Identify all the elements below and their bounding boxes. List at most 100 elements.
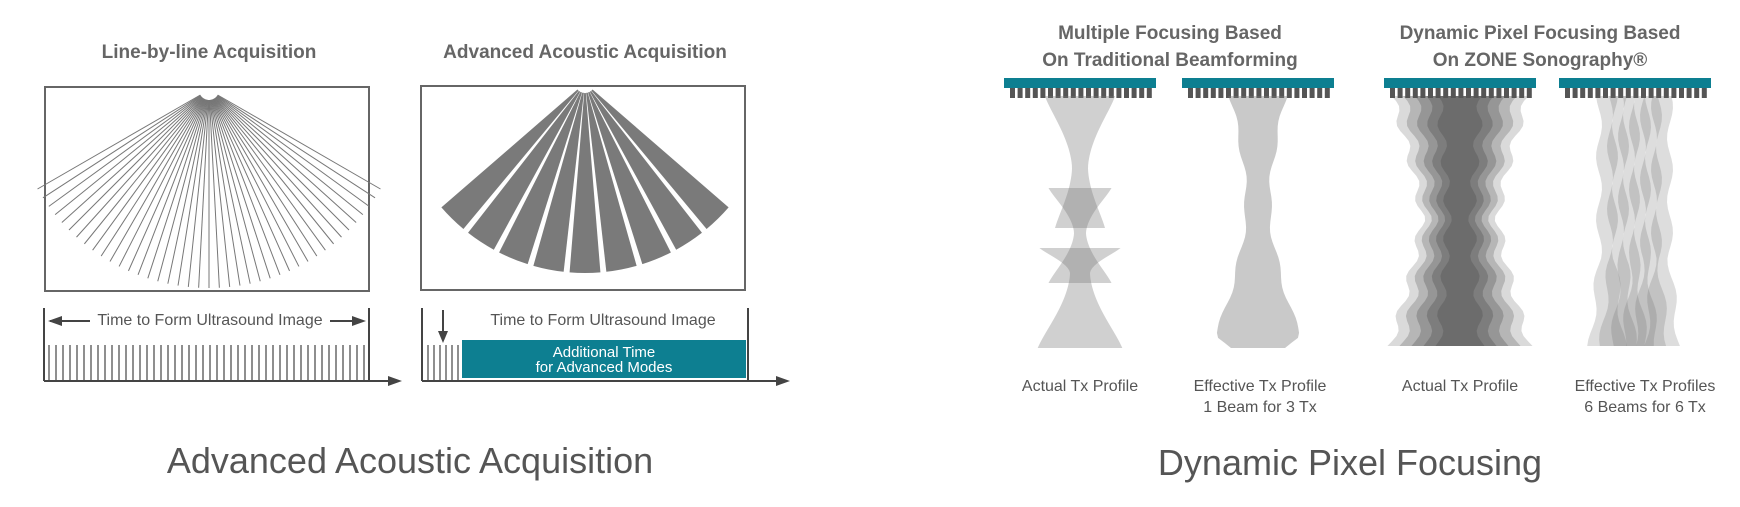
left-bottom-title: Advanced Acoustic Acquisition <box>166 440 654 481</box>
transducer-element <box>1055 88 1061 98</box>
transducer-element <box>1595 88 1601 98</box>
scan-line <box>48 95 202 207</box>
scan-line <box>214 97 326 251</box>
transducer-element <box>1473 88 1479 98</box>
transducer-element <box>1580 88 1586 98</box>
scan-line <box>212 98 290 272</box>
transducer-element <box>1466 88 1471 98</box>
zone-title-line2: On ZONE Sonography® <box>1432 50 1648 71</box>
transducer-element <box>1078 88 1084 98</box>
transducer-element <box>1656 88 1662 98</box>
scan-line <box>211 99 261 282</box>
beam-lobe <box>1044 96 1116 228</box>
transducer-element <box>1618 88 1624 98</box>
down-arrowhead <box>438 331 448 343</box>
beam-lobe <box>1399 96 1521 346</box>
transducer-element <box>1248 88 1254 98</box>
scan-line <box>210 99 251 284</box>
scan-sector <box>586 92 637 272</box>
scan-line <box>209 99 231 287</box>
transducer-element <box>1086 88 1091 98</box>
timeline-advanced <box>421 308 790 386</box>
profile-2-line1: Effective Tx Profile <box>1193 378 1327 395</box>
transducer-element <box>1526 88 1532 98</box>
transducer-element <box>1458 88 1464 98</box>
transducer-element <box>1481 88 1487 98</box>
transducer-element <box>1116 88 1122 98</box>
scan-line <box>109 98 205 262</box>
transducer-element <box>1032 88 1038 98</box>
scan-line <box>217 95 376 199</box>
advanced-fan-sectors <box>441 89 729 273</box>
beam-lobe <box>1423 96 1497 346</box>
transducer-element <box>1226 88 1231 98</box>
scan-line <box>198 99 209 288</box>
advanced-scan-frame <box>420 85 746 291</box>
transducer-element <box>1146 88 1152 98</box>
profile-caption-1: Actual Tx Profile <box>1005 376 1155 397</box>
transducer-element <box>1511 88 1517 98</box>
transducer-element <box>1063 88 1069 98</box>
scan-line <box>54 95 202 215</box>
transducer-element <box>1048 88 1053 98</box>
transducer-element <box>1405 88 1411 98</box>
transducer-element <box>1565 88 1570 98</box>
zone-title-line1: Dynamic Pixel Focusing Based <box>1399 23 1681 44</box>
transducer-element <box>1294 88 1300 98</box>
beam-lobe <box>1048 188 1112 283</box>
transducer-element <box>1309 88 1315 98</box>
transducer-bar <box>1004 78 1156 88</box>
scan-line <box>214 97 334 245</box>
transducer-element <box>1450 88 1456 98</box>
additional-time-line2: for Advanced Modes <box>535 359 673 376</box>
transducer-element <box>1435 88 1441 98</box>
transducer-element <box>1428 88 1433 98</box>
beam-lobe <box>1623 96 1657 346</box>
transducer-element <box>1519 88 1525 98</box>
scan-line <box>211 99 271 279</box>
scan-line <box>157 99 207 282</box>
transducer-element <box>1587 88 1593 98</box>
transducer-element <box>1390 88 1395 98</box>
transducer-element <box>1663 88 1669 98</box>
profile-3-line1: Actual Tx Profile <box>1401 378 1519 395</box>
transducer-element <box>1124 88 1129 98</box>
traditional-title-line2: On Traditional Beamforming <box>1042 50 1298 71</box>
transducer-element <box>1210 88 1216 98</box>
scan-line <box>147 99 207 279</box>
scan-line <box>215 97 342 238</box>
right-bottom-title: Dynamic Pixel Focusing <box>1157 442 1543 483</box>
scan-sector <box>499 91 582 265</box>
scan-sector <box>569 92 601 273</box>
time-axis-arrowhead <box>776 376 790 386</box>
transducer-element <box>1017 88 1023 98</box>
timeline2-label: Time to Form Ultrasound Image <box>490 312 716 329</box>
traditional-beamforming-title: Multiple Focusing Based On Traditional B… <box>1000 20 1340 74</box>
scan-line <box>76 97 203 238</box>
transducer-element <box>1633 88 1639 98</box>
beam-lobe <box>1587 96 1627 346</box>
scan-line <box>213 98 309 262</box>
profile-4-line1: Effective Tx Profiles <box>1574 378 1716 395</box>
time-axis-arrowhead <box>388 376 402 386</box>
scan-line <box>177 99 208 286</box>
scan-line <box>137 99 206 276</box>
transducer-element <box>1397 88 1403 98</box>
beam-lobe <box>1644 96 1680 346</box>
scan-line <box>214 98 318 257</box>
scan-line <box>215 96 350 231</box>
scan-line <box>209 99 220 288</box>
zone-sonography-title: Dynamic Pixel Focusing Based On ZONE Son… <box>1370 20 1710 74</box>
beam-lobe <box>1611 96 1647 346</box>
transducer-element <box>1302 88 1307 98</box>
transducer-element <box>1324 88 1330 98</box>
scan-sector <box>441 89 579 229</box>
transducer-element <box>1686 88 1692 98</box>
transducer-element <box>1108 88 1114 98</box>
transducer-element <box>1218 88 1224 98</box>
scan-line <box>212 99 281 276</box>
line-by-line-fan <box>37 94 381 288</box>
beam-lobe <box>1599 96 1637 346</box>
transducer-element <box>1233 88 1239 98</box>
scan-line <box>216 96 357 223</box>
